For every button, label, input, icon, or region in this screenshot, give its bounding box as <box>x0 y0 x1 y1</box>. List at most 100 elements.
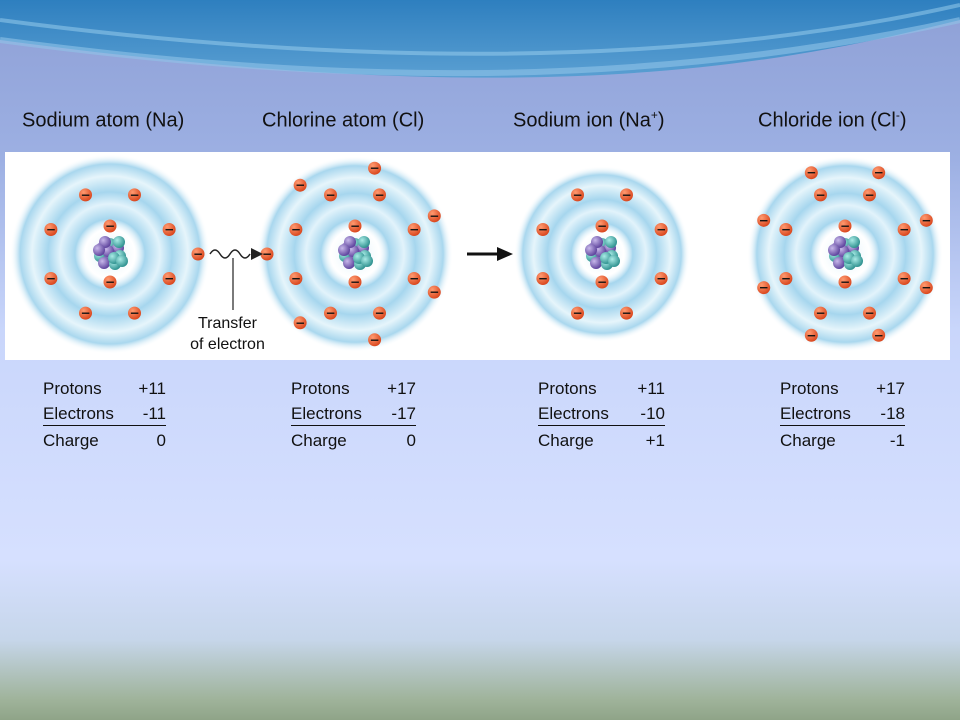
electron: − <box>814 188 828 202</box>
svg-text:−: − <box>291 271 301 285</box>
svg-text:−: − <box>350 275 360 289</box>
svg-text:−: − <box>597 219 607 233</box>
electrons-value: -17 <box>391 403 416 423</box>
electrons-row: Electrons-17 <box>291 402 416 426</box>
electron: − <box>595 219 609 233</box>
electron: − <box>779 271 793 285</box>
electron: − <box>103 219 117 233</box>
svg-text:−: − <box>370 161 380 175</box>
nucleon <box>361 255 373 267</box>
protons-row: Protons+17 <box>291 376 416 402</box>
electron: − <box>654 223 668 237</box>
svg-text:−: − <box>164 223 174 237</box>
electron: − <box>427 209 441 223</box>
svg-text:−: − <box>409 223 419 237</box>
svg-text:−: − <box>921 213 931 227</box>
diagram-panel: − − − − − − − − − − − − − − − − − − − − − − − − − − − − − − − − − − − − − − − −… <box>5 152 950 360</box>
svg-text:−: − <box>899 271 909 285</box>
svg-text:−: − <box>409 271 419 285</box>
nucleon <box>116 255 128 267</box>
title-close: ) <box>657 109 665 132</box>
svg-text:−: − <box>840 219 850 233</box>
electron: − <box>571 188 585 202</box>
svg-text:−: − <box>874 328 884 342</box>
svg-text:−: − <box>295 178 305 192</box>
electron: − <box>348 275 362 289</box>
electron: − <box>79 306 93 320</box>
electron: − <box>293 178 307 192</box>
atom-diagram: − − − − − − − − − − − − − − − − − − − − − − − − − − − − − − − − − − − − − − − −… <box>10 154 943 354</box>
electron: − <box>324 188 338 202</box>
electron: − <box>814 306 828 320</box>
svg-text:−: − <box>621 188 631 202</box>
svg-text:−: − <box>374 188 384 202</box>
electron: − <box>757 213 771 227</box>
svg-text:−: − <box>864 306 874 320</box>
electrons-value: -10 <box>640 403 665 423</box>
electron: − <box>838 275 852 289</box>
nucleon <box>343 257 355 269</box>
electron: − <box>407 223 421 237</box>
electrons-label: Electrons <box>780 403 851 423</box>
svg-text:−: − <box>621 306 631 320</box>
protons-row: Protons+11 <box>538 376 665 402</box>
svg-text:−: − <box>864 188 874 202</box>
electrons-label: Electrons <box>43 403 114 423</box>
nucleon <box>338 244 350 256</box>
svg-text:−: − <box>429 209 439 223</box>
electron: − <box>897 223 911 237</box>
charge-label: Charge <box>291 430 347 450</box>
electron: − <box>407 271 421 285</box>
electron: − <box>838 219 852 233</box>
protons-row: Protons+17 <box>780 376 905 402</box>
svg-text:−: − <box>656 223 666 237</box>
nucleon <box>585 244 597 256</box>
title-text: Sodium atom (Na) <box>22 109 185 132</box>
electron: − <box>919 213 933 227</box>
title-sup: - <box>895 108 900 122</box>
nucleon <box>98 257 110 269</box>
electrons-value: -11 <box>142 403 166 423</box>
svg-text:−: − <box>815 306 825 320</box>
electron: − <box>804 166 818 180</box>
stats-chloride-ion: Protons+17 Electrons-18 Charge-1 <box>780 376 905 453</box>
nucleon <box>605 236 617 248</box>
nucleon <box>833 257 845 269</box>
sodium-ion-model: −−−−−−−−−− <box>514 166 690 342</box>
charge-value: -1 <box>889 430 905 450</box>
svg-text:−: − <box>105 219 115 233</box>
svg-text:−: − <box>129 188 139 202</box>
electron: − <box>289 271 303 285</box>
electron: − <box>862 188 876 202</box>
title-text: Chlorine atom (Cl) <box>262 109 425 132</box>
nucleon <box>93 244 105 256</box>
svg-text:−: − <box>538 271 548 285</box>
charge-value: 0 <box>156 430 166 450</box>
electron: − <box>779 223 793 237</box>
nucleon <box>590 257 602 269</box>
svg-text:−: − <box>129 306 139 320</box>
title-close: ) <box>899 109 907 132</box>
transfer-label: Transfer of electron <box>175 313 280 355</box>
svg-text:−: − <box>46 271 56 285</box>
title-sodium-atom: Sodium atom (Na) <box>22 108 184 133</box>
electron: − <box>804 328 818 342</box>
electron: − <box>293 316 307 330</box>
electron: − <box>919 281 933 295</box>
svg-text:−: − <box>291 223 301 237</box>
svg-text:−: − <box>80 188 90 202</box>
sodium-atom-model: −−−−−−−−−−− <box>10 154 210 354</box>
electron: − <box>372 306 386 320</box>
svg-text:−: − <box>429 285 439 299</box>
svg-text:−: − <box>899 223 909 237</box>
electron: − <box>862 306 876 320</box>
transfer-label-line2: of electron <box>190 336 265 353</box>
electron: − <box>162 223 176 237</box>
svg-text:−: − <box>572 306 582 320</box>
reaction-arrowhead <box>497 247 513 261</box>
electron: − <box>536 223 550 237</box>
electron: − <box>619 188 633 202</box>
